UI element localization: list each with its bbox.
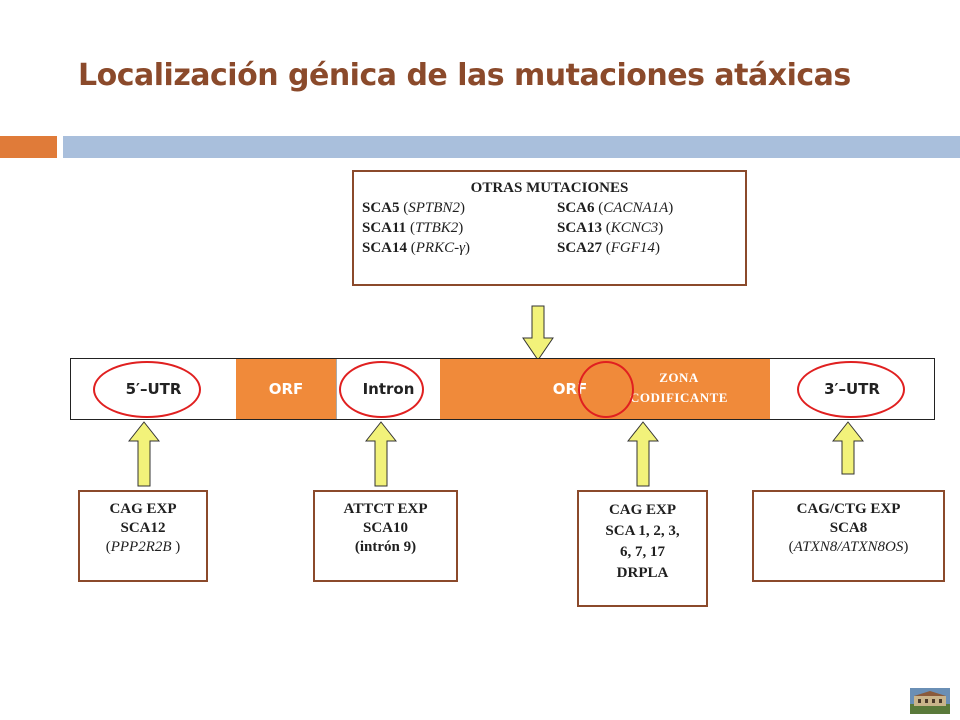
title-accent-bar-blue bbox=[63, 136, 960, 158]
up-arrow-icon bbox=[832, 421, 864, 475]
down-arrow-icon bbox=[522, 305, 554, 361]
box-line: SCA8 bbox=[829, 520, 868, 536]
other-mutations-heading: OTRAS MUTACIONES bbox=[470, 180, 629, 196]
intron-mutation-box: ATTCT EXP SCA10 (intrón 9) bbox=[313, 490, 458, 582]
other-mutations-row: SCA14 (PRKC-γ) SCA27 (FGF14) bbox=[362, 240, 660, 256]
box-line: DRPLA bbox=[616, 565, 669, 581]
orf-label: ORF bbox=[268, 380, 304, 398]
utr3-mutation-box: CAG/CTG EXP SCA8 (ATXN8/ATXN8OS) bbox=[752, 490, 945, 582]
sca-label: SCA27 bbox=[557, 240, 603, 256]
building-logo-icon bbox=[910, 688, 950, 714]
highlight-ellipse-utr3 bbox=[797, 361, 905, 418]
sca-label: SCA14 bbox=[362, 240, 408, 256]
coding-zone-label: ZONA CODIFICANTE bbox=[630, 368, 728, 408]
gene-name: FGF14 bbox=[610, 240, 655, 256]
gene-name: KCNC3 bbox=[610, 220, 659, 236]
box-line: SCA 1, 2, 3, bbox=[605, 523, 680, 539]
gene-name: PPP2R2B bbox=[110, 539, 172, 555]
gene-name: SPTBN2 bbox=[408, 200, 460, 216]
box-line: 6, 7, 17 bbox=[620, 544, 665, 560]
sca-label: SCA11 bbox=[362, 220, 407, 236]
box-line: SCA10 bbox=[362, 520, 408, 536]
utr5-mutation-box: CAG EXP SCA12 (PPP2R2B ) bbox=[78, 490, 208, 582]
other-mutations-box: OTRAS MUTACIONES SCA5 (SPTBN2) SCA6 (CAC… bbox=[352, 170, 747, 286]
box-line: (intrón 9) bbox=[354, 539, 417, 555]
up-arrow-icon bbox=[365, 421, 397, 487]
highlight-ellipse-utr5 bbox=[93, 361, 201, 418]
title-accent-bar-orange bbox=[0, 136, 57, 158]
gene-name: ATXN8/ATXN8OS bbox=[793, 539, 904, 555]
up-arrow-icon bbox=[627, 421, 659, 487]
gene-name: CACNA1A bbox=[603, 200, 669, 216]
other-mutations-row: SCA11 (TTBK2) SCA13 (KCNC3) bbox=[362, 220, 664, 236]
highlight-ellipse-intron bbox=[339, 361, 424, 418]
box-line: SCA12 bbox=[120, 520, 166, 536]
orf-mutation-box: CAG EXP SCA 1, 2, 3, 6, 7, 17 DRPLA bbox=[577, 490, 708, 607]
highlight-ellipse-orf bbox=[578, 361, 634, 418]
box-line: CAG/CTG EXP bbox=[796, 501, 901, 517]
sca-label: SCA5 bbox=[362, 200, 400, 216]
page-title: Localización génica de las mutaciones at… bbox=[78, 58, 851, 93]
sca-label: SCA13 bbox=[557, 220, 603, 236]
box-line: CAG EXP bbox=[608, 502, 677, 518]
orf-segment-1: ORF bbox=[236, 359, 336, 419]
gene-name: PRKC-γ bbox=[415, 240, 466, 256]
gene-name: TTBK2 bbox=[414, 220, 459, 236]
sca-label: SCA6 bbox=[557, 200, 595, 216]
other-mutations-row: SCA5 (SPTBN2) SCA6 (CACNA1A) bbox=[362, 200, 674, 216]
box-line: CAG EXP bbox=[109, 501, 177, 517]
box-line: ATTCT EXP bbox=[343, 501, 428, 517]
zone-line-1: ZONA bbox=[659, 370, 699, 385]
zone-line-2: CODIFICANTE bbox=[630, 390, 728, 405]
up-arrow-icon bbox=[128, 421, 160, 487]
